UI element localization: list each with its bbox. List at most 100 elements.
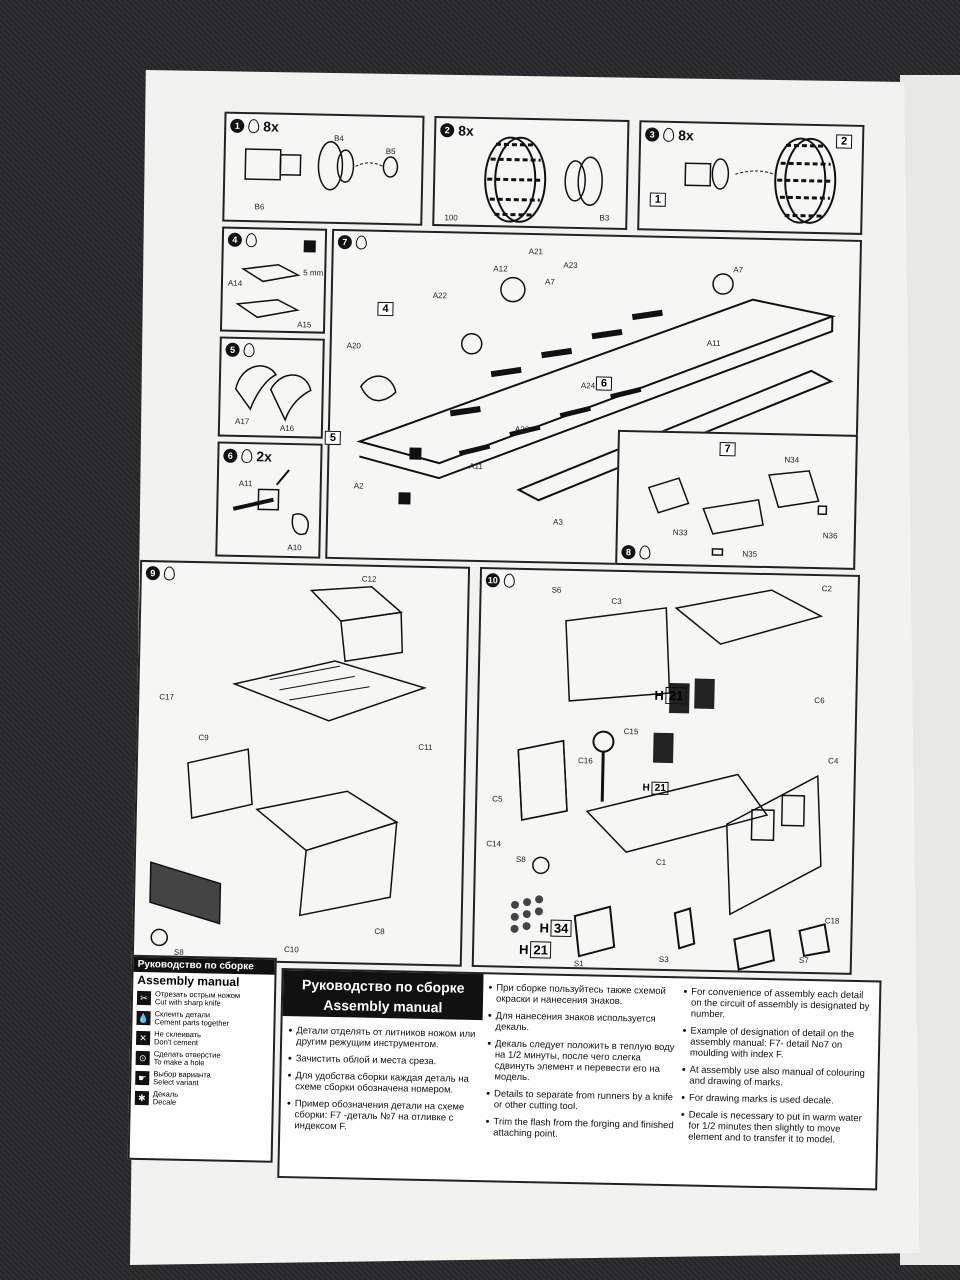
part-label: C15 [623,727,639,737]
part-label: A14 [227,278,243,288]
part-label: A7 [733,265,744,275]
part-label: A22 [432,290,448,301]
part-label: B4 [333,133,344,144]
measurement-note: 5 mm [303,268,324,278]
callout-box: 5 [324,430,342,446]
glue-icon: 💧 [136,1010,151,1026]
h-variant-number: 21 [651,781,669,796]
manual-paragraph: Декаль следует положить в теплую воду на… [486,1038,677,1086]
bracket-drawing [647,470,828,556]
callout-box: 6 [595,376,613,391]
part-label: S3 [658,954,669,965]
part-label: C16 [577,756,593,766]
part-label: C4 [828,756,839,766]
chassis-frame-drawing [356,273,836,505]
part-label: C10 [283,944,299,955]
h-variant-number: 21 [665,686,687,705]
manual-paragraph: Для удобства сборки каждая деталь на схе… [287,1070,477,1096]
manual-header-en: Assembly manual [323,996,443,1016]
manual-header: Руководство по сборке Assembly manual [282,969,484,1021]
manual-paragraph: Trim the flash from the forging and fini… [485,1116,675,1142]
callout-box: 7 [719,442,736,457]
part-label: A22 [514,424,530,435]
part-label: N35 [742,549,758,559]
legend-en: To make a hole [153,1057,205,1068]
symbol-legend: Руководство по сборке Assembly manual ✂О… [127,954,277,1163]
manual-paragraph: Детали отделять от литников ножом или др… [288,1025,478,1051]
part-label: N33 [672,528,688,538]
callout-box: 2 [835,134,853,149]
knife-icon: ✂ [136,990,152,1006]
part-label: B5 [385,146,396,157]
part-label: S7 [798,955,809,965]
part-label: A21 [528,246,544,257]
part-label: C1 [655,857,667,867]
decal-icon: ✱ [134,1090,150,1106]
part-label: A11 [706,338,721,349]
mudguard-drawing [234,365,312,422]
part-label: A12 [493,264,508,274]
part-label: A2 [353,481,364,491]
part-label: A10 [287,542,302,553]
part-label: C5 [492,794,503,804]
part-label: C8 [374,926,385,937]
part-label: A20 [346,341,362,351]
legend-en: Cement parts together [154,1017,230,1028]
h-variant-number: 34 [550,919,572,938]
part-label: A15 [297,320,312,330]
manual-column-en: For convenience of assembly each detail … [680,986,875,1152]
legend-en: Select variant [153,1077,199,1088]
legend-en: Cut with sharp knife [154,997,221,1008]
manual-paragraph: Decale is necessary to put in warm water… [680,1109,873,1146]
manual-column-mixed: При сборке пользуйтесь также схемой окра… [485,982,678,1148]
part-label: A23 [563,260,578,270]
step-10-panel: 10 S6 C3 C2 C7 C6 C15 C16 [471,567,860,975]
callout-box: 1 [649,192,667,207]
part-label: C17 [159,692,175,702]
part-label: C14 [486,839,502,849]
part-label: A11 [238,478,253,489]
manual-header-ru: Руководство по сборке [301,976,465,996]
part-label: C9 [198,733,209,743]
part-label: S1 [573,959,584,969]
part-label: C18 [824,916,840,926]
seat-drawing [235,240,316,319]
manual-paragraph: Details to separate from runners by a kn… [486,1088,676,1114]
part-label: A7 [544,277,555,287]
manual-paragraph: Зачистить облой и места среза. [288,1053,478,1068]
part-label: N36 [822,531,838,541]
manual-paragraph: For drawing marks is used decale. [681,1092,873,1107]
part-label: C2 [821,584,833,594]
part-label: A16 [279,423,295,434]
manual-paragraph: Пример обозначения детали на схеме сборк… [286,1098,477,1135]
part-label: A11 [469,461,483,472]
manual-paragraph: Example of designation of detail on the … [682,1025,875,1062]
part-label: 100 [444,213,458,223]
part-label: A3 [552,517,563,527]
wheel-assembly-drawing [684,137,837,224]
assembly-manual-text: Руководство по сборке Assembly manual Де… [277,967,882,1191]
part-label: A17 [234,416,250,427]
manual-column-ru: Детали отделять от литников ножом или др… [286,1025,478,1141]
tire-drawing [484,136,603,223]
callout-box: 4 [377,301,394,317]
part-label: C12 [361,574,377,584]
part-label: N34 [784,455,800,465]
legend-en: Don't cement [153,1037,199,1048]
part-label: B3 [599,213,610,223]
manual-paragraph: For convenience of assembly each detail … [683,986,876,1023]
step-7-panel: 7 A21 A23 A12 A7 A22 A7 A20 A2 A11 A24 A… [324,228,863,570]
part-label: C3 [611,596,622,606]
step-5-panel: 5 A17 A16 [217,336,325,439]
cab-floor-drawing [149,585,427,947]
manual-paragraph: At assembly use also manual of colouring… [681,1064,873,1090]
